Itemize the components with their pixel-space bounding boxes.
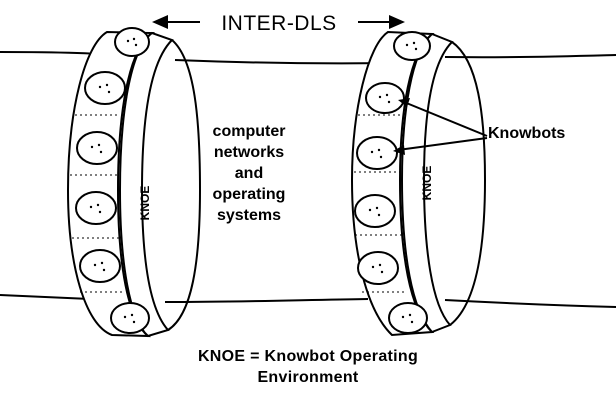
knowbot-icon xyxy=(114,27,150,57)
knowbots-pointers xyxy=(393,98,488,155)
knowbots-label: Knowbots xyxy=(488,125,566,142)
center-line: and xyxy=(234,165,264,182)
inter-dls-label: INTER-DLS xyxy=(221,12,337,35)
right-ring xyxy=(350,30,487,337)
knowbot-icon xyxy=(356,136,398,170)
knowbot-icon xyxy=(393,31,431,61)
caption-line: Environment xyxy=(257,369,359,386)
center-description: computer networks and operating systems xyxy=(186,121,312,226)
center-line: operating xyxy=(212,186,286,203)
knowbots-left xyxy=(75,27,150,334)
caption: KNOE = Knowbot Operating Environment xyxy=(0,346,616,388)
pipe-top-mid xyxy=(174,59,396,65)
knowbot-icon xyxy=(84,71,126,105)
knoe-label-right: KNOE xyxy=(420,165,434,201)
center-line: systems xyxy=(216,207,282,224)
knowbot-icon xyxy=(365,82,405,114)
inter-dls-arrows xyxy=(152,15,405,29)
knowbot-icon xyxy=(357,251,399,285)
knowbots-right xyxy=(354,31,431,334)
knowbot-icon xyxy=(76,131,118,165)
knowbot-icon xyxy=(79,249,121,283)
pipe-bottom-mid xyxy=(164,298,369,303)
center-line: networks xyxy=(213,144,285,161)
knowbot-icon xyxy=(388,302,428,334)
knowbot-icon xyxy=(110,302,150,334)
caption-line: KNOE = Knowbot Operating xyxy=(197,348,419,365)
knoe-label-left: KNOE xyxy=(138,185,152,221)
knowbot-icon xyxy=(354,194,396,228)
left-ring xyxy=(66,30,202,338)
knowbot-icon xyxy=(75,191,117,225)
center-line: computer xyxy=(212,123,286,140)
